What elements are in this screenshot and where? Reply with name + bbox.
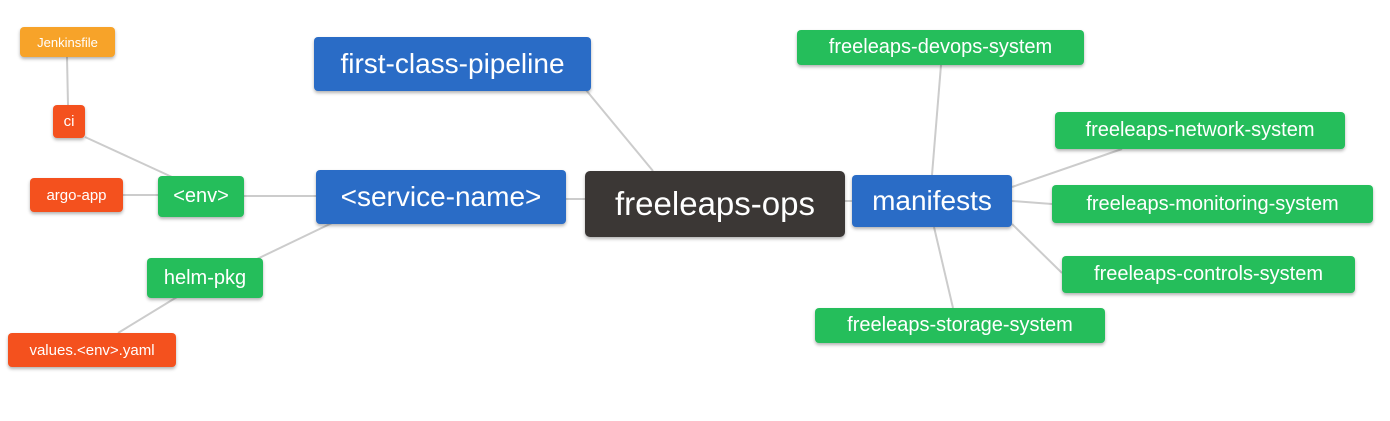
node-freeleaps-storage-system[interactable]: freeleaps-storage-system: [815, 308, 1105, 343]
node-first-class-pipeline-label: first-class-pipeline: [340, 48, 565, 79]
node-manifests-label: manifests: [872, 185, 992, 216]
node-freeleaps-ops[interactable]: freeleaps-ops: [585, 171, 845, 237]
node-freeleaps-controls-system[interactable]: freeleaps-controls-system: [1062, 256, 1355, 293]
connector-line: [933, 226, 954, 309]
node-helm-pkg[interactable]: helm-pkg: [147, 258, 263, 298]
node-values-env-yaml-label: values.<env>.yaml: [29, 341, 155, 359]
node-first-class-pipeline[interactable]: first-class-pipeline: [314, 37, 591, 91]
connector-line: [931, 64, 942, 176]
node-freeleaps-devops-system-label: freeleaps-devops-system: [828, 36, 1053, 58]
node-freeleaps-monitoring-system[interactable]: freeleaps-monitoring-system: [1052, 185, 1373, 223]
connector-line: [256, 222, 333, 260]
node-service-name-label: <service-name>: [340, 181, 542, 212]
node-jenkinsfile-label: Jenkinsfile: [37, 34, 98, 50]
node-env[interactable]: <env>: [158, 176, 244, 217]
node-freeleaps-monitoring-system-label: freeleaps-monitoring-system: [1086, 192, 1339, 215]
connector-line: [585, 89, 654, 172]
connector-line: [1011, 148, 1123, 188]
node-ci-label: ci: [63, 113, 75, 130]
node-freeleaps-controls-system-label: freeleaps-controls-system: [1094, 263, 1323, 285]
node-jenkinsfile[interactable]: Jenkinsfile: [20, 27, 115, 57]
node-ci[interactable]: ci: [53, 105, 85, 138]
connector-line: [1011, 223, 1063, 274]
node-manifests[interactable]: manifests: [852, 175, 1012, 227]
connector-line: [117, 296, 178, 334]
node-freeleaps-devops-system[interactable]: freeleaps-devops-system: [797, 30, 1084, 65]
connector-line: [1011, 200, 1053, 205]
node-values-env-yaml[interactable]: values.<env>.yaml: [8, 333, 176, 367]
node-freeleaps-network-system-label: freeleaps-network-system: [1085, 119, 1315, 141]
node-freeleaps-network-system[interactable]: freeleaps-network-system: [1055, 112, 1345, 149]
node-helm-pkg-label: helm-pkg: [163, 266, 247, 289]
node-freeleaps-storage-system-label: freeleaps-storage-system: [847, 314, 1073, 336]
node-argo-app[interactable]: argo-app: [30, 178, 123, 212]
node-freeleaps-ops-label: freeleaps-ops: [615, 185, 815, 222]
node-env-label: <env>: [173, 185, 229, 207]
connector-line: [66, 56, 69, 106]
node-argo-app-label: argo-app: [46, 186, 107, 204]
node-service-name[interactable]: <service-name>: [316, 170, 566, 224]
connector-line: [84, 136, 173, 178]
